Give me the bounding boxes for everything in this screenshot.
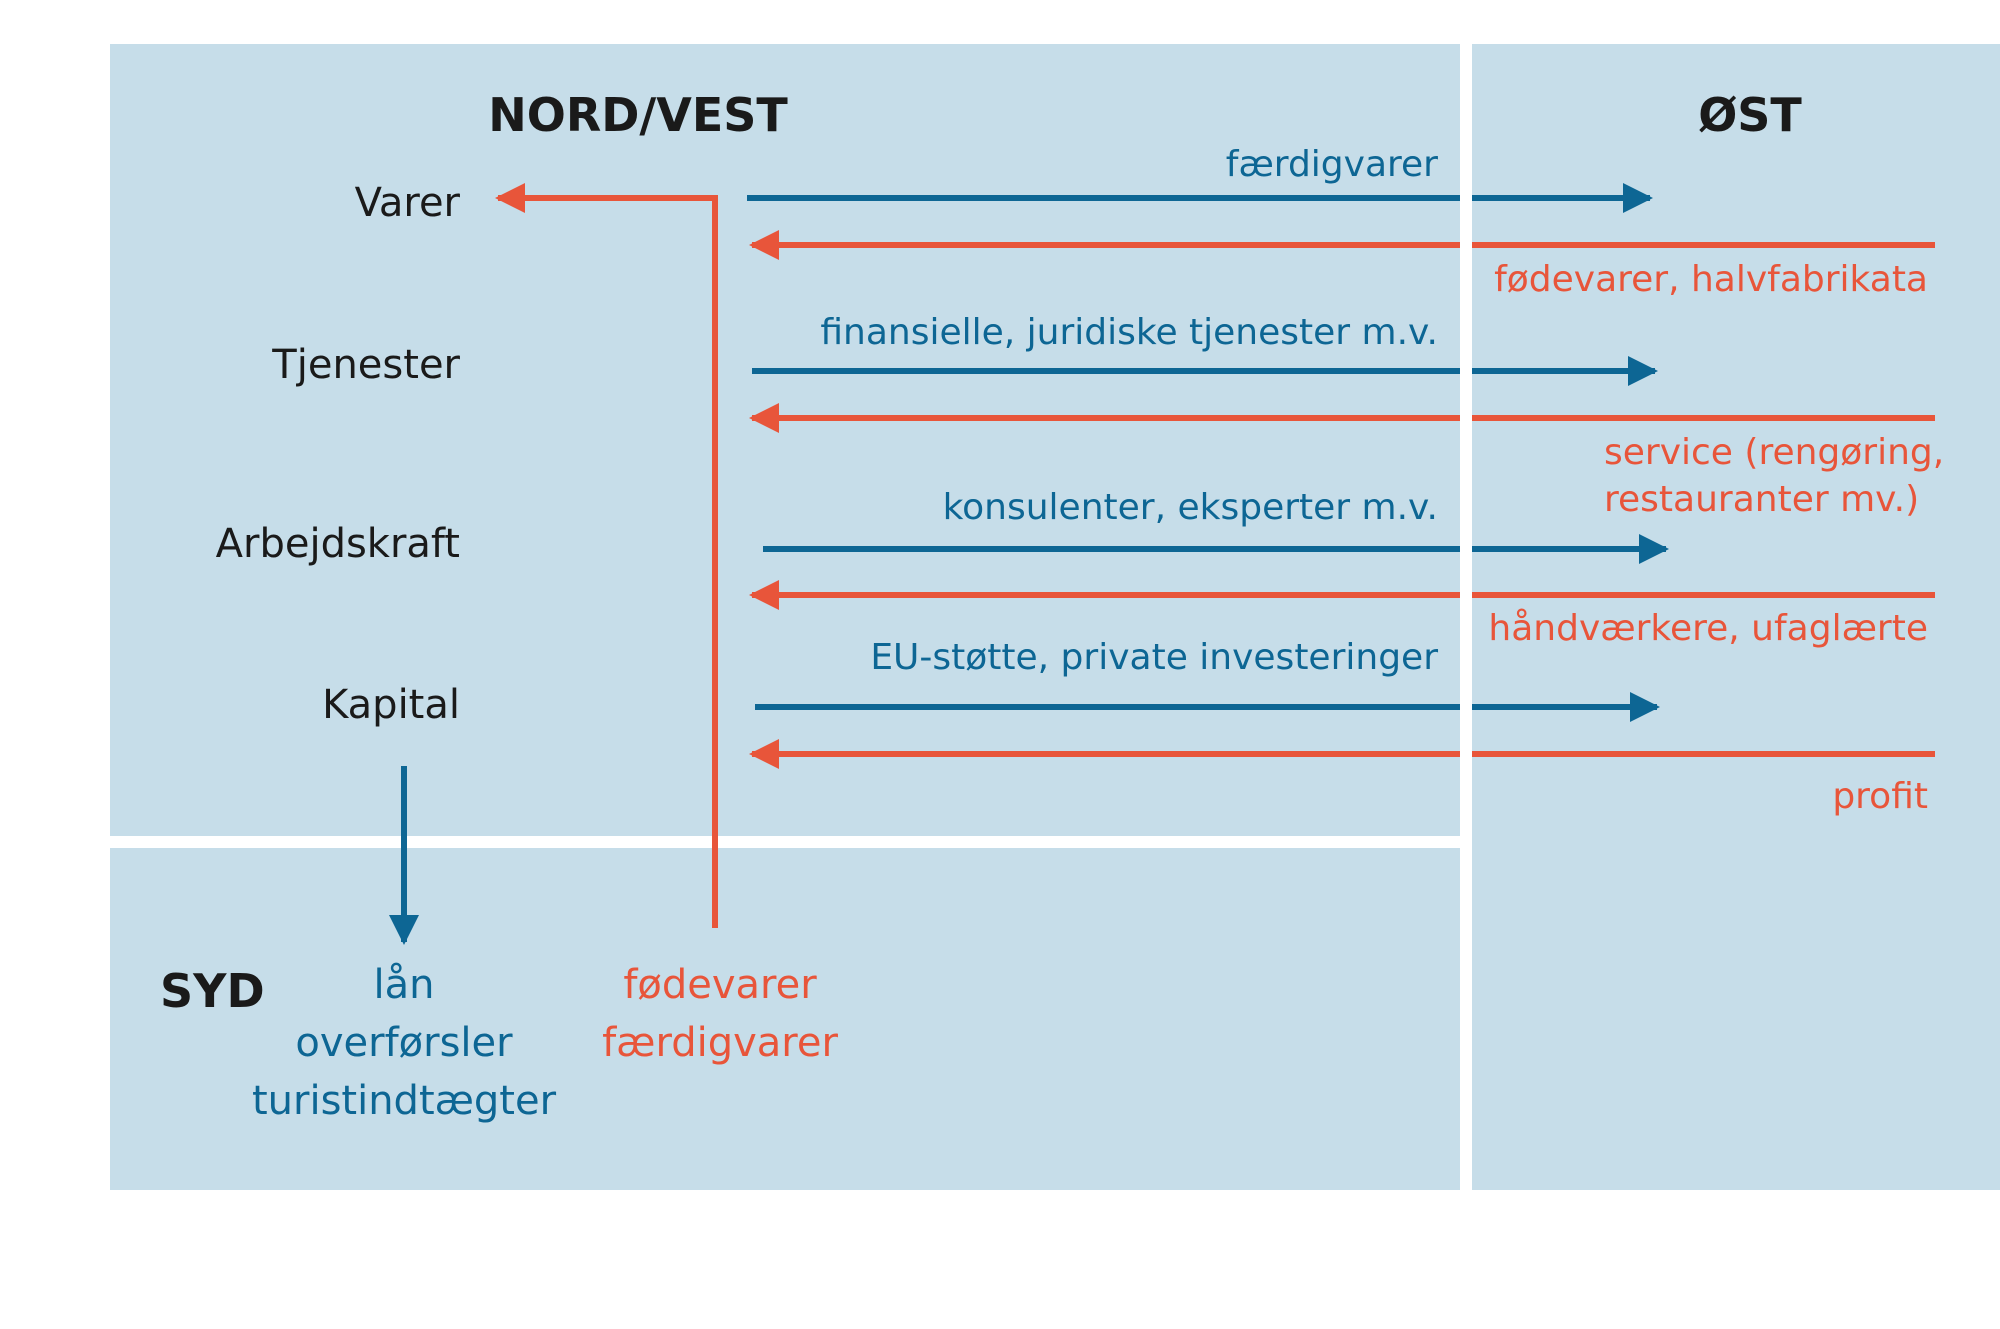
label-services-from-east-line2: restauranter mv.) [1604, 479, 1919, 520]
label-capital-from-east: profit [1832, 776, 1928, 817]
arrow-goods-from-south [495, 183, 718, 928]
region-south-label: SYD [160, 964, 265, 1018]
label-to-south-line1: lån [374, 962, 435, 1008]
region-east-label: ØST [1698, 88, 1802, 142]
label-labour-to-east: konsulenter, eksperter m.v. [943, 487, 1438, 528]
label-goods-from-east: fødevarer, halvfabrikata [1494, 259, 1928, 300]
label-capital-to-east: EU-støtte, private investeringer [870, 637, 1438, 678]
category-labour-label: Arbejdskraft [216, 521, 460, 567]
label-to-south-line3: turistindtægter [252, 1078, 557, 1124]
panel-east [1472, 44, 2000, 1190]
label-goods-to-east: færdigvarer [1226, 144, 1438, 185]
label-services-to-east: finansielle, juridiske tjenester m.v. [820, 312, 1438, 353]
category-goods-label: Varer [355, 180, 461, 226]
divider-vertical [1460, 0, 1472, 1200]
label-to-south-line2: overførsler [295, 1020, 513, 1066]
category-capital-label: Kapital [322, 682, 460, 728]
panel-south [110, 848, 1460, 1190]
category-services-label: Tjenester [271, 342, 460, 388]
region-north-west-label: NORD/VEST [488, 88, 788, 142]
label-labour-from-east: håndværkere, ufaglærte [1488, 608, 1928, 649]
label-from-south-line2: færdigvarer [602, 1020, 838, 1066]
label-services-from-east-line1: service (rengøring, [1604, 432, 1944, 473]
label-from-south-line1: fødevarer [623, 962, 817, 1008]
